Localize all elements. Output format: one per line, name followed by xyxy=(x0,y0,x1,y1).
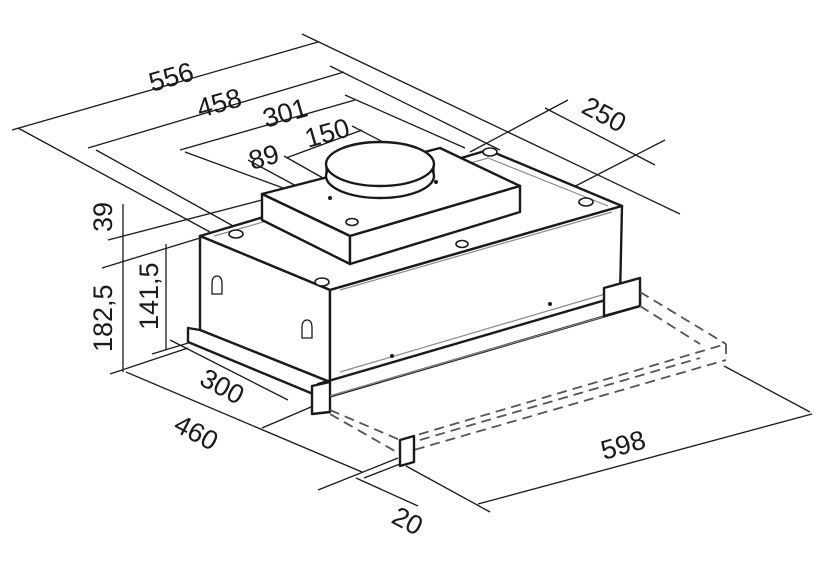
base-frame xyxy=(186,276,642,416)
dashed-front-block xyxy=(398,434,416,468)
side-slot xyxy=(211,275,223,295)
ext-line-39-top xyxy=(107,199,263,241)
ext-line-556-left xyxy=(17,127,211,233)
motor-housing-front xyxy=(348,184,522,266)
screw-dot xyxy=(390,354,394,358)
dim-label-20: 20 xyxy=(387,501,428,542)
dashed-inner-line xyxy=(639,305,701,345)
ext-line-458-left xyxy=(95,149,245,233)
dim-label-89: 89 xyxy=(245,139,282,176)
mount-hole xyxy=(578,197,594,207)
screw-dot xyxy=(548,302,552,306)
mount-hole xyxy=(314,277,330,287)
dim-label-460: 460 xyxy=(169,409,223,457)
dim-label-458: 458 xyxy=(193,83,245,124)
screw-dot xyxy=(328,196,332,200)
ext-line-250-bottom xyxy=(559,139,666,195)
ext-line-20-a xyxy=(363,463,401,479)
side-slot xyxy=(301,319,313,339)
dim-line-598 xyxy=(477,413,813,505)
hood-front-inner-line xyxy=(339,211,613,291)
dim-line-150 xyxy=(285,129,363,159)
ext-line-460-end xyxy=(317,457,399,491)
dim-label-300: 300 xyxy=(195,363,249,411)
ext-line-300-end xyxy=(261,403,319,429)
dim-label-182-5: 182,5 xyxy=(88,284,118,352)
screw-dot xyxy=(434,180,438,184)
dim-line-20 xyxy=(355,477,419,507)
base-frame-end-block xyxy=(310,380,332,416)
dim-label-556: 556 xyxy=(145,57,197,98)
ext-line-182-5-bottom xyxy=(109,347,189,375)
dashed-inner-front xyxy=(419,357,701,441)
ext-line-39-bottom xyxy=(101,237,201,269)
mount-hole xyxy=(455,239,469,249)
ext-line-598-left xyxy=(405,465,491,513)
ext-line-598-right xyxy=(723,365,811,413)
extended-panel-dashed xyxy=(329,291,727,468)
mount-hole xyxy=(345,217,359,227)
ext-line-301-right xyxy=(344,94,466,149)
dim-label-141-5: 141,5 xyxy=(134,262,164,330)
ext-line-250-top xyxy=(469,99,569,153)
hood-front-inner-line-2 xyxy=(339,291,613,373)
mount-hole xyxy=(482,147,498,157)
base-frame-line xyxy=(329,305,641,397)
dashed-right-end xyxy=(639,291,727,345)
dim-line-301 xyxy=(179,99,356,151)
dim-line-300 xyxy=(169,339,289,401)
dim-label-250: 250 xyxy=(577,91,631,139)
dim-line-460 xyxy=(125,371,363,473)
dashed-top-edge xyxy=(329,343,727,441)
outlet-collar-top xyxy=(324,140,436,188)
dim-line-458 xyxy=(87,71,345,149)
ext-line-89 xyxy=(247,159,301,189)
mount-hole xyxy=(228,229,244,239)
dim-line-556 xyxy=(11,41,319,131)
dim-line-250 xyxy=(544,107,656,166)
mounting-holes xyxy=(228,147,594,358)
dim-label-39: 39 xyxy=(88,202,118,232)
hood-body xyxy=(198,140,624,384)
ext-line-556-right xyxy=(301,33,681,215)
ext-line-458-right xyxy=(329,65,501,151)
